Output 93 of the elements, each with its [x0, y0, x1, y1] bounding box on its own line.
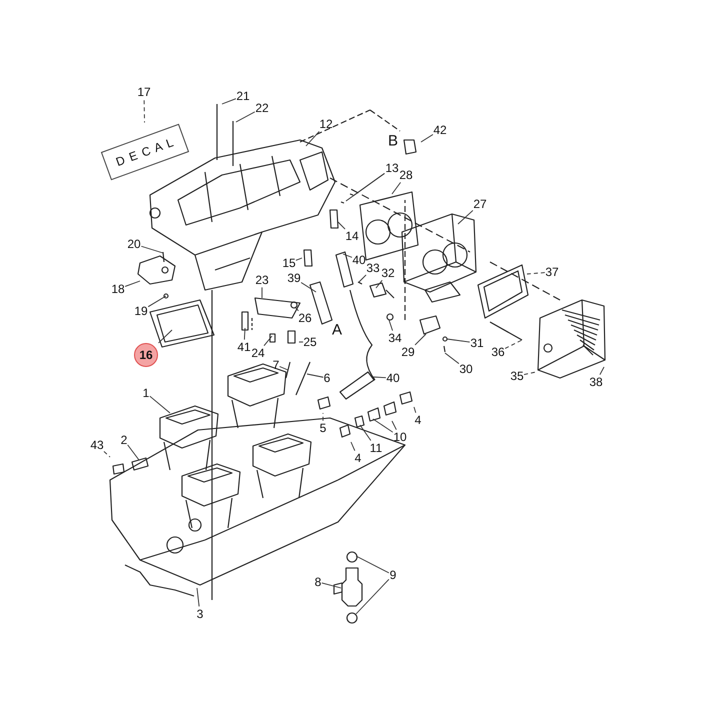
callout-number: 8	[314, 575, 322, 589]
leader-line	[322, 412, 324, 422]
leader-line	[144, 100, 145, 123]
callout-number: 16	[134, 343, 158, 367]
leader-line	[140, 246, 164, 254]
leader-line	[414, 406, 416, 414]
callout-number: 7	[272, 358, 280, 372]
callout-number: 25	[303, 335, 317, 349]
leader-line	[350, 442, 356, 452]
leader-line	[372, 376, 386, 378]
callout-number: 36	[491, 345, 505, 359]
callout-number: 38	[589, 375, 603, 389]
view-letter: B	[388, 132, 398, 150]
leader-line	[458, 210, 474, 224]
callout-number: 32	[381, 266, 395, 280]
leader-line	[149, 396, 170, 414]
leader-line	[127, 444, 140, 460]
callout-number: 40	[352, 253, 366, 267]
callout-number: 18	[111, 282, 125, 296]
leader-line	[279, 366, 288, 370]
leader-line	[388, 320, 393, 332]
callout-number: 29	[401, 345, 415, 359]
leader-line	[599, 366, 604, 376]
decal-label: D E C A L	[100, 124, 190, 180]
leader-line	[158, 330, 172, 344]
callout-number: 6	[324, 371, 330, 385]
callout-number: 14	[345, 229, 359, 243]
callout-number: 9	[390, 568, 396, 582]
callout-number: 43	[90, 438, 104, 452]
callout-number: 5	[320, 421, 326, 435]
callout-number: 39	[287, 271, 301, 285]
callout-number: 15	[282, 256, 296, 270]
leader-line	[526, 272, 546, 274]
leader-line	[296, 258, 302, 261]
callout-number: 17	[137, 85, 151, 99]
leader-line	[414, 334, 426, 346]
callout-number: 4	[354, 451, 362, 465]
leader-line	[356, 578, 390, 614]
leader-line	[444, 352, 460, 364]
callout-number: 11	[370, 441, 382, 455]
leader-line	[148, 296, 166, 308]
leader-line	[420, 134, 434, 142]
leader-line	[244, 328, 246, 340]
callout-number: 40	[386, 371, 400, 385]
leader-line	[196, 588, 200, 607]
callout-number: 24	[251, 346, 265, 360]
leader-line	[360, 424, 372, 441]
callout-number: 20	[127, 237, 141, 251]
callout-number: 28	[399, 168, 413, 182]
callout-number: 34	[388, 331, 402, 345]
leader-line	[356, 556, 390, 574]
callout-number: 12	[319, 117, 333, 131]
callout-number: 42	[433, 123, 447, 137]
callout-number: 22	[255, 101, 269, 115]
callout-number: 23	[255, 273, 269, 287]
leader-line	[104, 450, 110, 458]
callout-number: 13	[385, 161, 399, 175]
callout-number: 3	[196, 607, 204, 621]
callout-number: 2	[120, 433, 128, 447]
leader-line	[338, 222, 346, 230]
leader-line	[236, 111, 256, 122]
leader-line	[504, 340, 522, 349]
leader-line	[306, 374, 324, 378]
leader-line	[300, 282, 316, 292]
leader-line	[346, 173, 385, 202]
callout-number: 27	[473, 197, 487, 211]
callout-number: 21	[236, 89, 250, 103]
leader-line	[342, 254, 352, 258]
view-letter: A	[332, 322, 342, 338]
callout-number: 10	[393, 430, 407, 444]
callout-number: 33	[366, 261, 380, 275]
callout-number: 41	[237, 340, 251, 354]
leader-line	[264, 336, 272, 346]
leader-line	[358, 274, 366, 282]
leader-line	[372, 418, 394, 433]
callout-number: 26	[298, 311, 312, 325]
leader-line	[321, 582, 342, 588]
leader-line	[376, 280, 383, 288]
callout-number: 35	[510, 369, 524, 383]
leader-line	[306, 131, 320, 146]
leader-line	[222, 98, 236, 104]
leader-line	[392, 182, 401, 194]
leader-line	[392, 420, 397, 430]
callout-number: 19	[134, 304, 148, 318]
callout-number: 4	[414, 413, 422, 427]
leader-line	[446, 338, 470, 342]
callout-number: 1	[142, 386, 150, 400]
callout-number: 31	[470, 336, 484, 350]
leader-line	[294, 306, 299, 312]
callout-number: 30	[459, 362, 473, 376]
callout-number: 37	[545, 265, 559, 279]
leader-line	[124, 280, 140, 287]
leader-line	[524, 372, 536, 375]
